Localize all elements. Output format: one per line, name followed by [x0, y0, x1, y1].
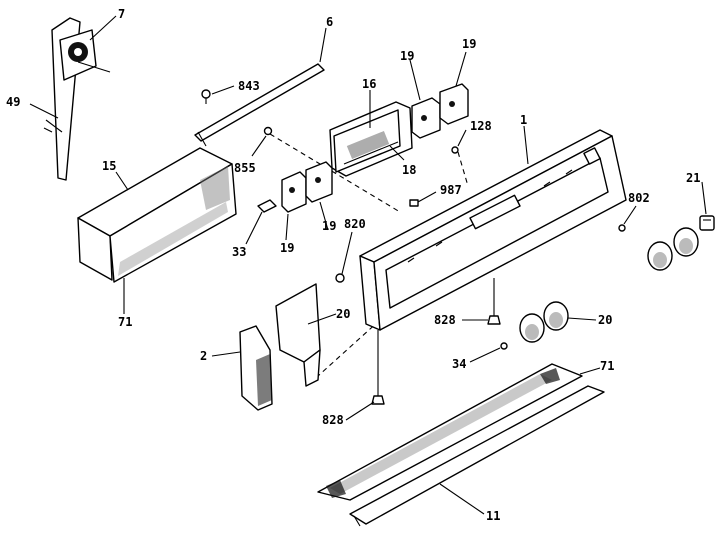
- label-128: 128: [470, 119, 492, 133]
- part-screw-802: [618, 224, 626, 232]
- part-switches-19-lower: [281, 161, 333, 213]
- part-screw-820: [335, 273, 345, 283]
- label-19-upper-a: 19: [400, 49, 414, 63]
- label-49: 49: [6, 95, 20, 109]
- label-828-upper: 828: [434, 313, 456, 327]
- dashed-leaders: [269, 133, 469, 377]
- label-843: 843: [238, 79, 260, 93]
- label-33: 33: [232, 245, 246, 259]
- part-knobs-20: [519, 301, 569, 343]
- part-bracket-20: [275, 283, 321, 387]
- part-knobs-upper-right: [647, 227, 699, 271]
- part-rail-71: [317, 363, 583, 501]
- part-knob-insert-21: [699, 215, 715, 231]
- part-987: [409, 199, 419, 207]
- label-19-lower-b: 19: [322, 219, 336, 233]
- part-end-bracket-2: [239, 325, 273, 411]
- label-820: 820: [344, 217, 366, 231]
- label-2: 2: [200, 349, 207, 363]
- label-18: 18: [402, 163, 416, 177]
- part-switches-19-upper: [411, 83, 469, 139]
- label-20-bracket: 20: [336, 307, 350, 321]
- label-71-rail: 71: [600, 359, 614, 373]
- label-19-lower-a: 19: [280, 241, 294, 255]
- label-leaders: [29, 15, 707, 515]
- part-clip-33: [257, 199, 277, 213]
- label-34: 34: [452, 357, 466, 371]
- label-71-left: 71: [118, 315, 132, 329]
- label-987: 987: [440, 183, 462, 197]
- label-16: 16: [362, 77, 376, 91]
- label-11: 11: [486, 509, 500, 523]
- part-control-board-16: [329, 101, 413, 177]
- label-802: 802: [628, 191, 650, 205]
- label-1: 1: [520, 113, 527, 127]
- label-15: 15: [102, 159, 116, 173]
- part-backguard-1: [359, 129, 627, 331]
- part-strip-6: [194, 63, 325, 147]
- label-21: 21: [686, 171, 700, 185]
- part-trim-11: [349, 385, 605, 527]
- label-6: 6: [326, 15, 333, 29]
- part-screws-828: [371, 278, 501, 405]
- part-screw-855: [263, 126, 273, 136]
- part-bracket-7: [43, 17, 97, 181]
- label-20-knobs: 20: [598, 313, 612, 327]
- part-trim-15: [77, 147, 237, 283]
- part-34: [500, 342, 508, 350]
- label-855: 855: [234, 161, 256, 175]
- label-7: 7: [118, 7, 125, 21]
- label-19-upper-b: 19: [462, 37, 476, 51]
- part-labels: 7 6 49 843 16 19 19 128 1 15 855 18 987 …: [6, 7, 700, 523]
- part-screw-128: [451, 146, 459, 154]
- part-screw-843: [201, 89, 211, 104]
- label-828-lower: 828: [322, 413, 344, 427]
